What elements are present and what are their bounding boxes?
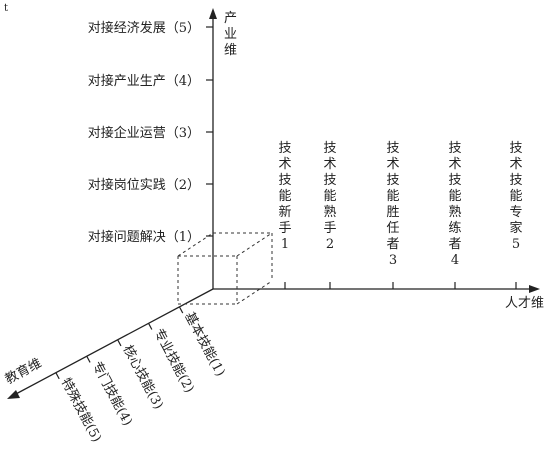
- talent-level-number: 4: [451, 253, 459, 268]
- talent-level-label: 技术技能熟手: [323, 141, 336, 236]
- industry-axis-char: 产: [224, 11, 237, 26]
- talent-level-number: 2: [326, 237, 334, 252]
- talent-level-number: 5: [512, 237, 520, 252]
- talent-level-label: 技术技能熟练者: [448, 141, 461, 252]
- industry-axis-char: 维: [224, 43, 237, 58]
- education-level-label: 基本技能(1): [181, 310, 227, 379]
- talent-level-number: 1: [281, 237, 289, 252]
- talent-level-number: 3: [389, 253, 397, 268]
- industry-level-label: 对接经济发展（5）: [88, 20, 200, 36]
- education-axis-arrow: [7, 390, 20, 399]
- industry-level-label: 对接产业生产（4）: [88, 73, 200, 89]
- talent-axis-arrow: [529, 285, 540, 293]
- industry-axis-arrow: [209, 8, 217, 19]
- education-tick: [178, 306, 184, 314]
- education-level-label: 专业技能(2): [150, 326, 196, 395]
- education-level-label: 核心技能(3): [119, 343, 165, 412]
- education-tick: [148, 323, 153, 330]
- stray-mark: t: [4, 3, 8, 14]
- education-axis: [13, 288, 214, 396]
- industry-level-label: 对接企业运营（3）: [88, 125, 200, 141]
- industry-levels: 对接经济发展（5） 对接产业生产（4） 对接企业运营（3） 对接岗位实践（2） 对接问题…: [88, 20, 213, 245]
- education-tick: [86, 355, 91, 363]
- education-level-label: 专门技能(4): [89, 359, 135, 428]
- industry-axis-char: 业: [224, 27, 237, 42]
- talent-level-label: 技术技能专家: [509, 141, 522, 236]
- talent-level-label: 技术技能胜任者: [386, 141, 399, 252]
- origin-cube: [177, 232, 273, 305]
- talent-axis-label: 人才维: [505, 296, 544, 311]
- industry-level-label: 对接问题解决（1）: [88, 229, 200, 245]
- education-tick: [117, 339, 122, 347]
- education-level-label: 特殊技能(5): [58, 376, 104, 445]
- industry-level-label: 对接岗位实践（2）: [88, 177, 200, 193]
- talent-level-label: 技术技能新手: [278, 141, 291, 236]
- industry-axis-label: 产 业 维: [224, 11, 241, 58]
- education-tick: [55, 372, 60, 380]
